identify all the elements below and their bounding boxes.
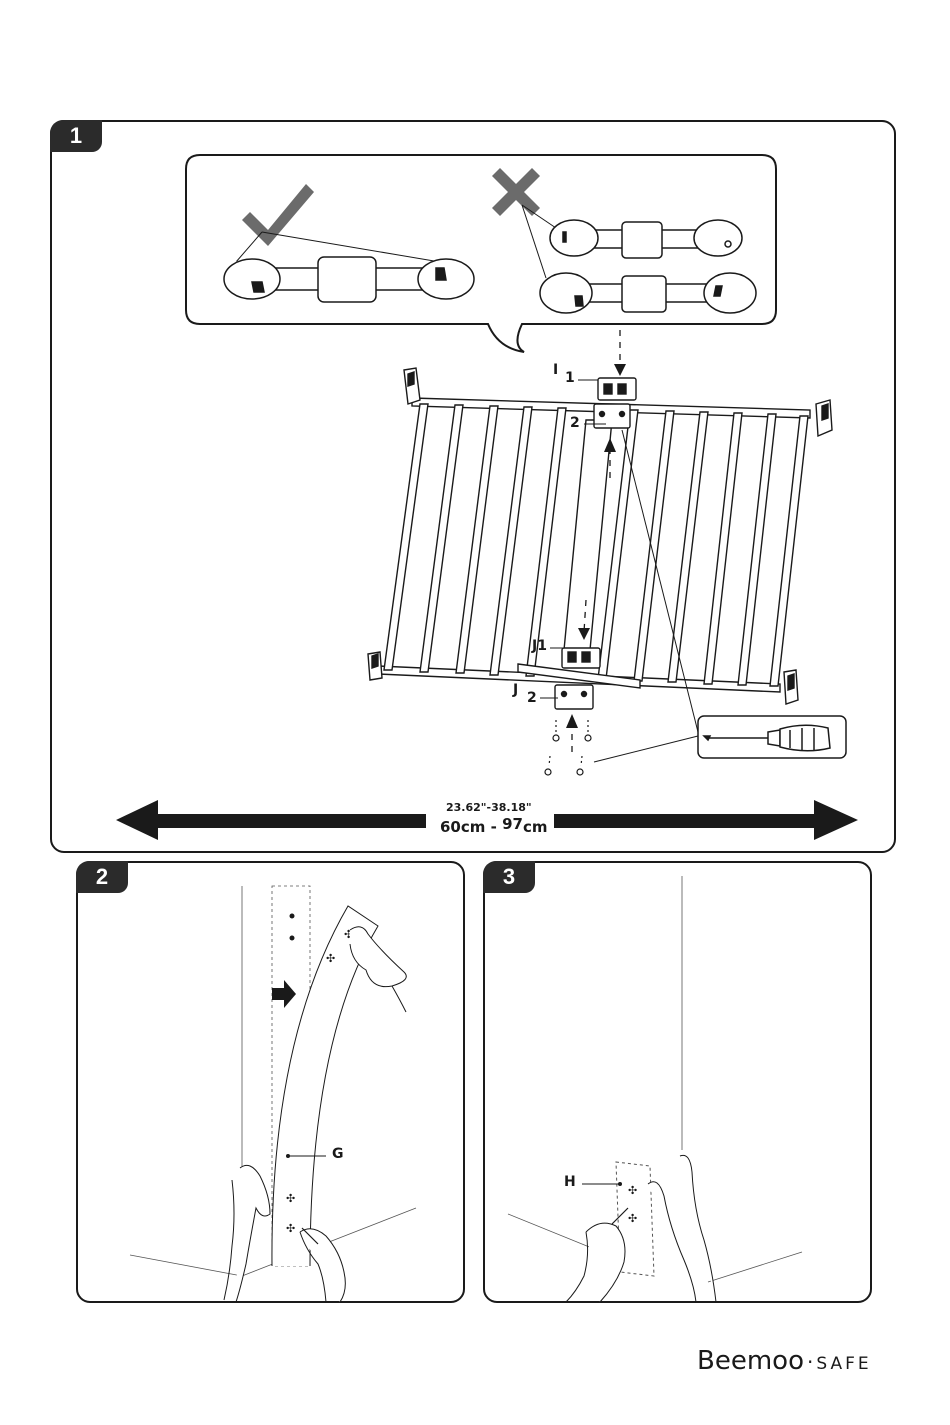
step-2-panel: 2 bbox=[76, 861, 465, 1303]
screws-illustration bbox=[545, 720, 591, 775]
part-label-g: G bbox=[332, 1146, 344, 1162]
callout-i2: 2 bbox=[570, 415, 580, 431]
brand-logo: Beemoo·SAFE bbox=[697, 1346, 872, 1376]
dimension-cm-unit: cm bbox=[523, 818, 548, 836]
callout-j: J bbox=[513, 682, 518, 698]
screwdriver-icon bbox=[698, 716, 846, 758]
inset-bubble bbox=[186, 155, 776, 352]
dimension-cm-sep: cm - bbox=[461, 818, 497, 836]
step-3-panel: 3 bbox=[483, 861, 872, 1303]
correct-bar-illustration bbox=[224, 257, 476, 302]
dimension-cm-max: 97 bbox=[502, 815, 523, 833]
callout-i1: 1 bbox=[565, 370, 575, 386]
brand-name: Beemoo bbox=[697, 1346, 804, 1376]
step-1-illustration bbox=[0, 0, 950, 870]
part-label-h: H bbox=[564, 1174, 576, 1190]
callout-i: I bbox=[553, 362, 558, 378]
wrong-bar-top bbox=[550, 220, 742, 258]
gate-illustration bbox=[368, 368, 832, 709]
callout-j1: J1 bbox=[532, 638, 547, 654]
brand-suffix: SAFE bbox=[816, 1354, 871, 1374]
wrong-bar-bottom bbox=[540, 273, 756, 313]
brand-separator: · bbox=[807, 1350, 813, 1374]
dimension-cm-min: 60 bbox=[440, 818, 461, 836]
callout-j2: 2 bbox=[527, 690, 537, 706]
dimension-inches: 23.62"-38.18" bbox=[446, 801, 532, 814]
dimension-cm: 60cm - 97cm bbox=[440, 818, 548, 836]
